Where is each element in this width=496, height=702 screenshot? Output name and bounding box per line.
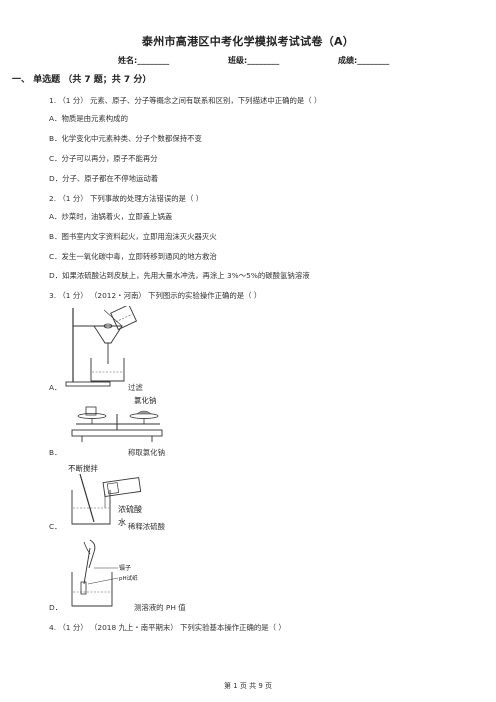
question-1-option-b: B．化学变化中元素种类、分子个数都保持不变: [49, 134, 202, 143]
class-field-label: 班级:________: [228, 56, 280, 65]
question-2-option-d: D．如果浓硫酸沾到皮肤上，先用大量水冲洗，再涂上 3%～5%的碳酸氢钠溶液: [49, 271, 310, 280]
question-2-option-b: B．图书室内文字资料起火，立即用泡沫灭火器灭火: [49, 232, 217, 241]
page-footer: 第 1 页 共 9 页: [223, 682, 273, 690]
name-field-label: 姓名:________: [118, 56, 170, 65]
question-3-option-b-letter: B．: [49, 448, 62, 457]
ph-paper-label: pH试纸: [119, 574, 138, 582]
question-1-stem: 1. （1 分） 元素、原子、分子等概念之间有联系和区别，下列描述中正确的是（ …: [49, 96, 322, 105]
dilution-acid-label: 浓硫酸: [118, 504, 142, 514]
question-1-option-a: A．物质是由元素构成的: [49, 114, 128, 123]
question-3-option-b-caption: 称取氯化钠: [128, 448, 165, 457]
dilution-figure: 不断搅拌 浓硫酸 水: [68, 463, 142, 527]
question-4-stem: 4. （1 分） （2018 九上・南平期末） 下列实验基本操作正确的是（ ）: [49, 623, 286, 632]
question-1-option-c: C．分子可以再分，原子不能再分: [49, 154, 158, 163]
question-3-option-a-caption: 过滤: [128, 383, 143, 392]
ph-tweezer-label: 镊子: [119, 564, 131, 572]
question-3-option-d-caption: 测溶液的 PH 值: [134, 603, 186, 612]
question-3-option-a-letter: A．: [49, 383, 62, 392]
question-3-option-c-caption: 稀释浓硫酸: [128, 522, 165, 531]
ph-test-figure: 镊子 pH试纸: [71, 539, 138, 607]
score-field-label: 成绩:________: [338, 56, 390, 65]
balance-sodium-chloride-label: 氯化钠: [134, 395, 157, 405]
section-title: 一、 单选题 （共 7 题；共 7 分）: [12, 75, 152, 85]
question-2-stem: 2. （1 分） 下列事故的处理方法错误的是（ ）: [49, 194, 204, 203]
filtration-figure: [65, 306, 138, 387]
question-3-option-c-letter: C．: [49, 522, 62, 531]
dilution-stirring-label: 不断搅拌: [68, 463, 98, 473]
question-2-option-a: A．炒菜时，油锅着火，立即盖上锅盖: [49, 212, 173, 221]
question-3-stem: 3. （1 分） （2012・河南） 下列图示的实验操作正确的是（ ）: [49, 291, 262, 300]
balance-figure: 氯化钠: [71, 395, 163, 442]
page-title: 泰州市高港区中考化学模拟考试试卷（A）: [141, 35, 355, 48]
question-2-option-c: C．发生一氧化碳中毒，立即转移到通风的地方救治: [49, 252, 217, 261]
question-1-option-d: D．分子、原子都在不停地运动着: [49, 174, 159, 183]
question-3-option-d-letter: D．: [49, 603, 63, 612]
dilution-water-label: 水: [118, 517, 126, 527]
